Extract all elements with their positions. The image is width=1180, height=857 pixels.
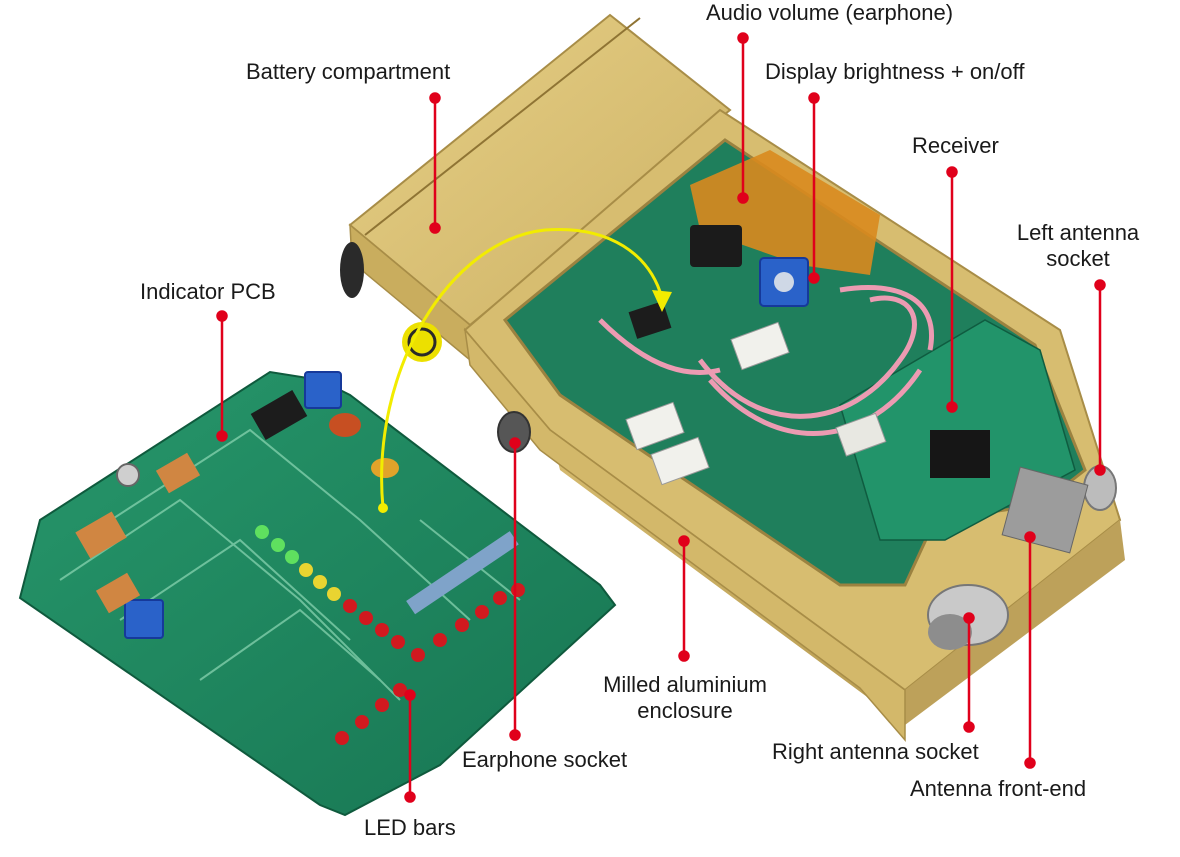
- label-milled-enclosure-line2: enclosure: [637, 698, 733, 723]
- chip: [250, 390, 308, 440]
- label-right-antenna-socket: Right antenna socket: [772, 739, 979, 764]
- capacitor: [75, 511, 127, 559]
- label-audio-volume: Audio volume (earphone): [706, 0, 954, 25]
- milled-aluminium-enclosure: [340, 13, 1125, 743]
- label-left-antenna-line2: socket: [1046, 246, 1110, 271]
- callout-line-earphone: [509, 437, 521, 741]
- callout-line-display-brightness: [808, 92, 820, 284]
- callout-line-indicator-pcb: [216, 310, 228, 442]
- wire-harness: [598, 285, 934, 436]
- label-display-brightness: Display brightness + on/off: [765, 59, 1025, 84]
- callout-line-led-bars: [404, 689, 416, 803]
- callout-line-enclosure: [678, 535, 690, 662]
- callout-lines: [216, 32, 1106, 803]
- audio-volume-pot: [690, 225, 742, 267]
- label-led-bars: LED bars: [364, 815, 456, 840]
- relay-module: [650, 436, 710, 486]
- resistor-network: [406, 531, 519, 615]
- mounting-hole: [116, 463, 140, 487]
- label-milled-enclosure-line1: Milled aluminium: [603, 672, 767, 697]
- trimmer-pot: [124, 599, 164, 639]
- label-antenna-front-end: Antenna front-end: [910, 776, 1087, 801]
- relay-module: [625, 401, 685, 451]
- flex-circuit: [690, 150, 880, 275]
- pcb-connection-arrow: [378, 227, 672, 513]
- callout-line-left-antenna: [1094, 279, 1106, 476]
- callout-line-right-antenna: [963, 612, 975, 733]
- antenna-front-end: [1001, 466, 1089, 554]
- label-earphone-socket: Earphone socket: [462, 747, 628, 772]
- callout-line-battery: [429, 92, 441, 234]
- callout-line-antenna-front-end: [1024, 531, 1036, 769]
- callout-line-audio-volume: [737, 32, 749, 204]
- battery-cap-knob: [340, 242, 364, 298]
- indicator-pcb: [18, 370, 617, 817]
- label-left-antenna: Left antenna socket: [1017, 220, 1139, 272]
- capacitor: [371, 458, 399, 478]
- callout-line-receiver: [946, 166, 958, 413]
- inductor: [930, 430, 990, 478]
- relay-module: [835, 412, 887, 457]
- trimmer-pot: [304, 371, 342, 409]
- label-left-antenna-line1: Left antenna: [1016, 220, 1140, 245]
- capacitor: [329, 413, 361, 437]
- relay-module: [730, 321, 790, 371]
- front-wall: [463, 327, 906, 743]
- capacitor: [95, 572, 141, 614]
- chip: [628, 301, 672, 339]
- label-battery-compartment: Battery compartment: [246, 59, 451, 84]
- label-receiver: Receiver: [912, 133, 999, 158]
- label-milled-enclosure: Milled aluminium enclosure: [603, 672, 767, 724]
- label-indicator-pcb: Indicator PCB: [140, 279, 276, 304]
- capacitor: [155, 452, 201, 494]
